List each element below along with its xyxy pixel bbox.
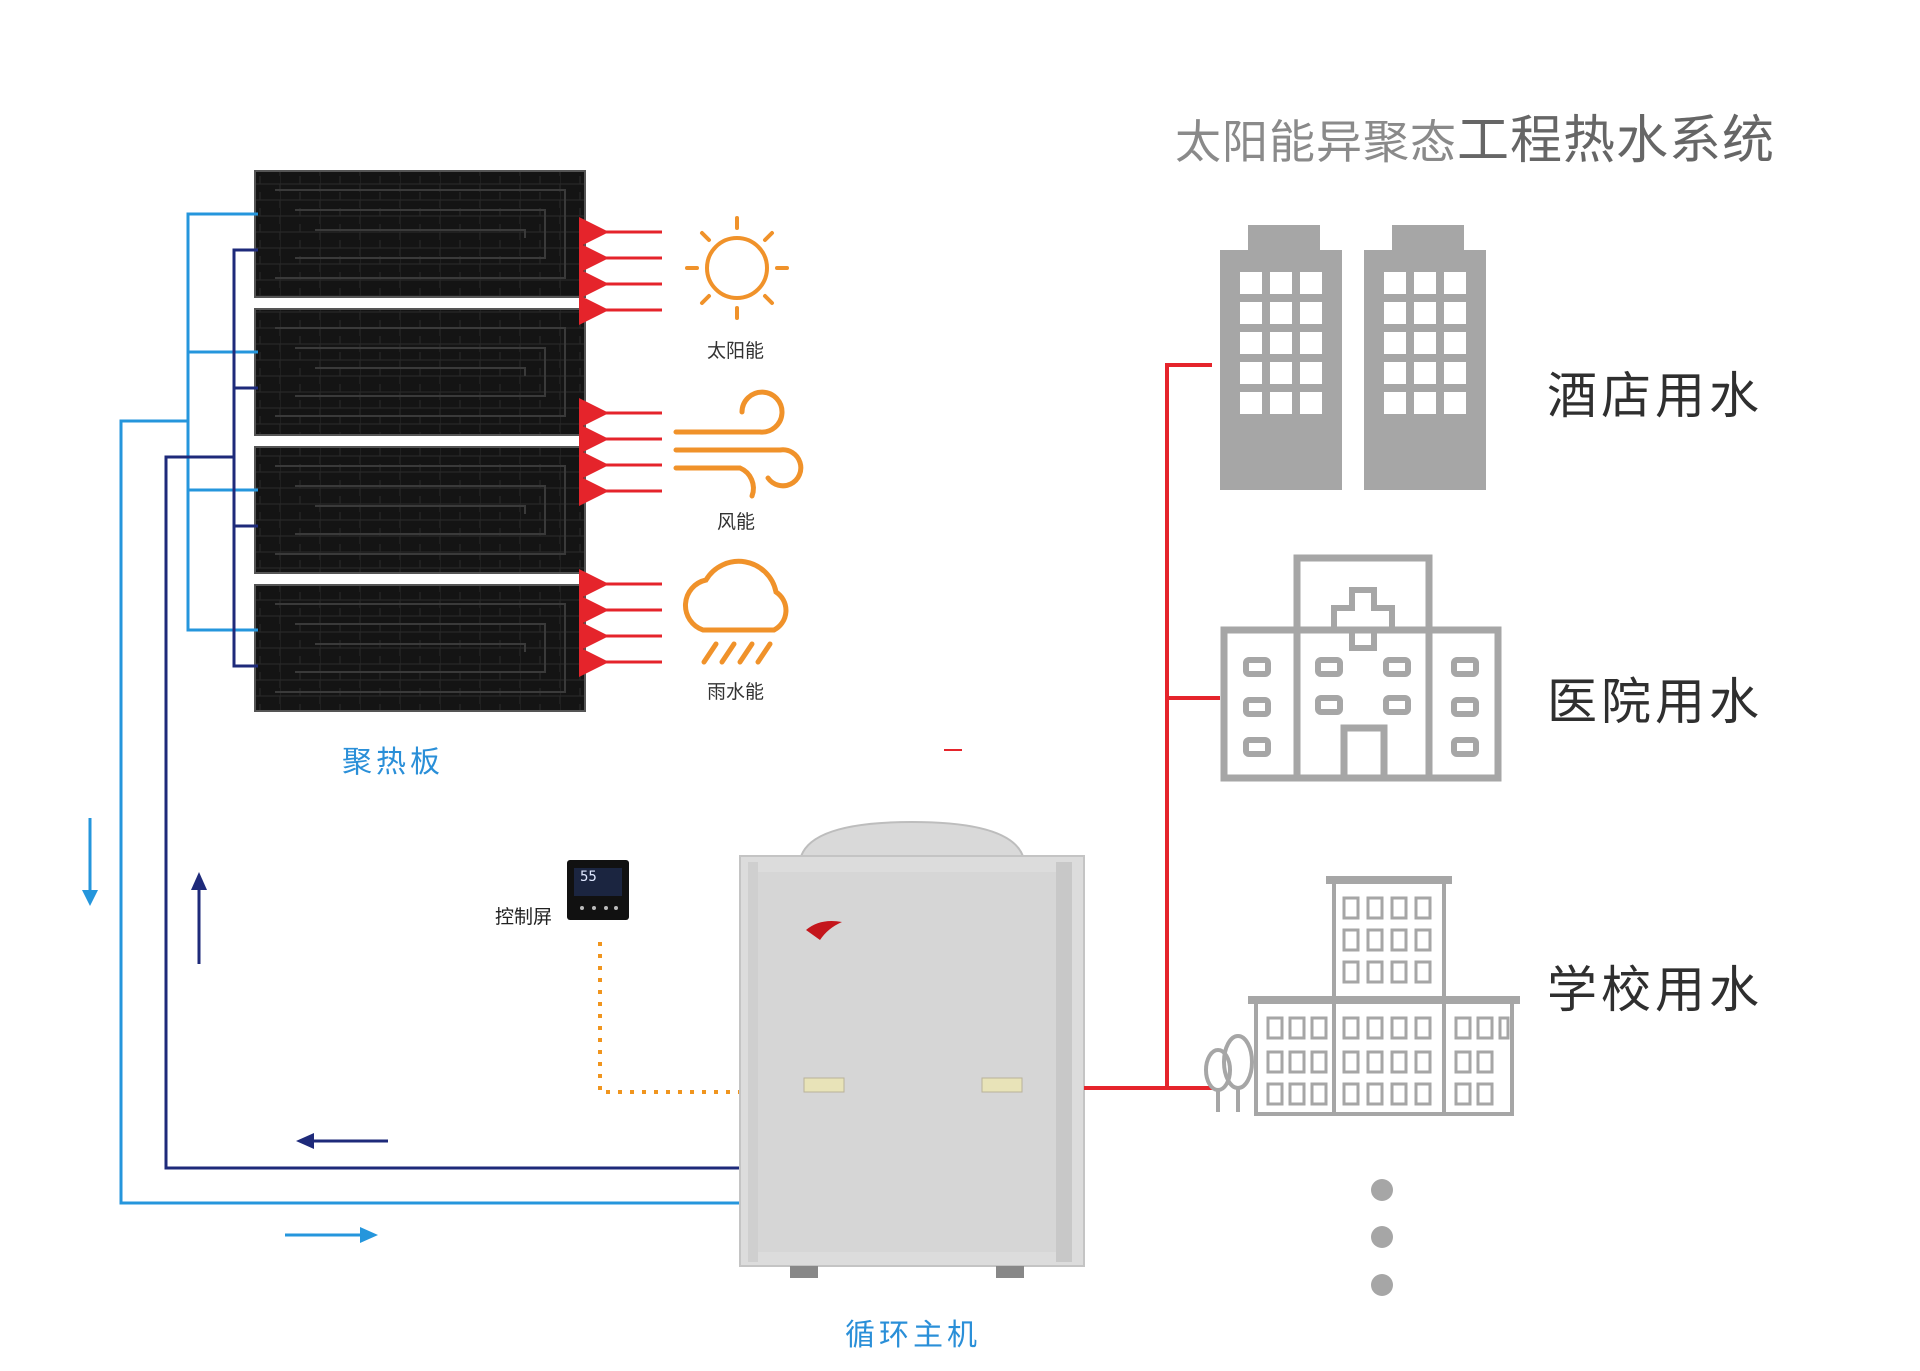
brand-logo: [806, 921, 842, 940]
sun-icon: [685, 216, 789, 320]
school-building-icon: [1204, 876, 1520, 1116]
collector-panel-4: [254, 584, 586, 712]
solar-energy-label: 太阳能: [707, 340, 765, 362]
hot-water-pipes: [1084, 363, 1220, 1090]
right-arrow-icon: [285, 1227, 378, 1243]
collector-panel-2: [254, 308, 586, 436]
hospital-water-label: 医院用水: [1547, 673, 1763, 731]
rain-energy-label: 雨水能: [707, 681, 765, 703]
up-arrow-icon: [191, 872, 207, 964]
left-arrow-icon: [296, 1133, 388, 1149]
collector-panel-1: [254, 170, 586, 298]
collector-panel-3: [254, 446, 586, 574]
title-part-1: 太阳能异聚态: [1175, 115, 1457, 169]
controller-screen: [567, 860, 629, 920]
energy-input-arrows: [579, 217, 662, 677]
wind-energy-label: 风能: [717, 511, 756, 533]
solar-collector-panels: [254, 170, 586, 712]
hotel-building-icon: [1220, 225, 1486, 490]
flow-arrows: [82, 818, 388, 1243]
heat-pump-unit: [739, 820, 1085, 1278]
controller-label: 控制屏: [495, 906, 553, 928]
hotel-water-label: 酒店用水: [1547, 367, 1763, 425]
hospital-building-icon: [1220, 554, 1502, 782]
tree-icon: [1204, 1034, 1254, 1112]
main-unit-label: 循环主机: [845, 1318, 981, 1353]
wind-icon: [673, 389, 804, 499]
controller-display-value: 55: [580, 869, 597, 885]
diagram-title: 太阳能异聚态工程热水系统: [1175, 98, 1775, 173]
more-dots-icon: [1371, 1179, 1393, 1296]
control-wire: [598, 942, 742, 1094]
return-pipes: [164, 248, 740, 1170]
rain-cloud-icon: [683, 558, 789, 665]
title-part-2: 工程热水系统: [1457, 111, 1776, 171]
school-water-label: 学校用水: [1547, 961, 1763, 1019]
cold-supply-pipes: [119, 212, 740, 1205]
collector-label: 聚热板: [342, 745, 444, 780]
down-arrow-icon: [82, 818, 98, 906]
